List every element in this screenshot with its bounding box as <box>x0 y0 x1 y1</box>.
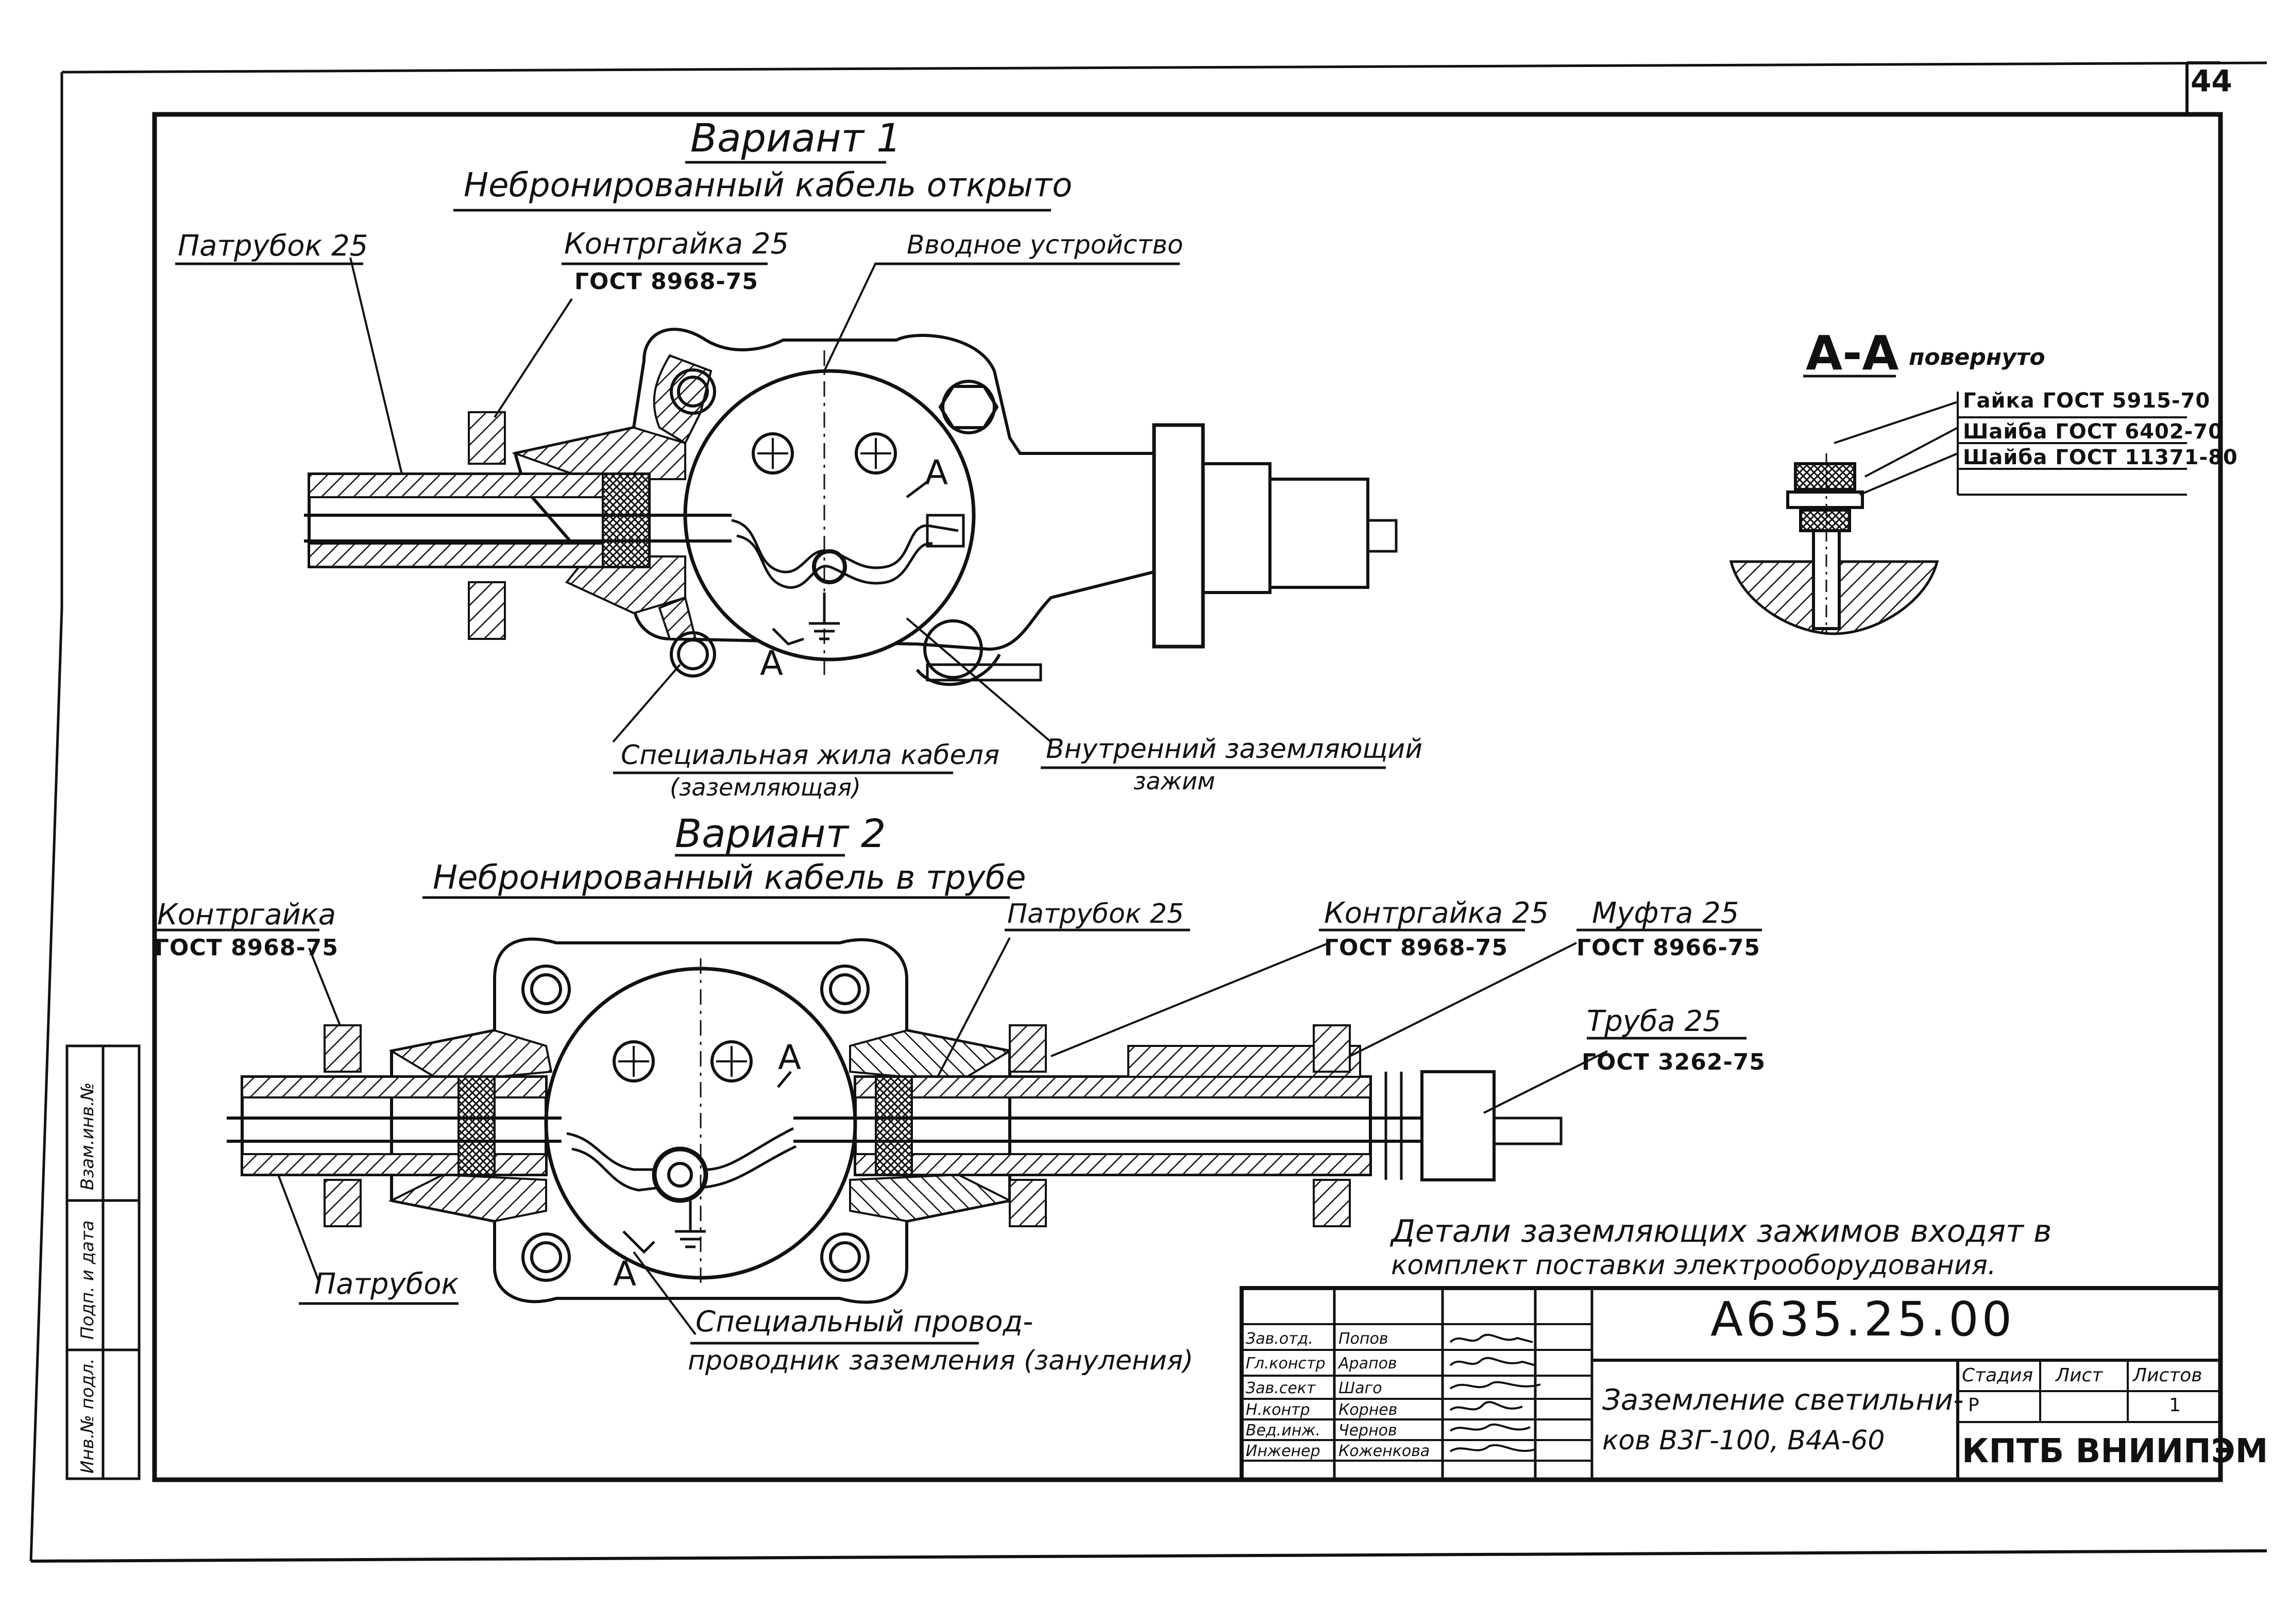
label-spec-provod-line2: проводник заземления (зануления) <box>688 1345 1194 1376</box>
label-spec-provod-line1: Специальный провод- <box>696 1305 1033 1339</box>
title-block-role: Инженер <box>1246 1442 1320 1460</box>
section-aa-item-2: Шайба ГОСТ 6402-70 <box>1963 420 2223 444</box>
label-v2-kontrgaika: Контргайка <box>157 898 336 932</box>
variant2-title: Вариант 2 <box>675 810 886 856</box>
label-v2-kontrgaika-gost: ГОСТ 8968-75 <box>155 935 339 961</box>
label-kontrgaika-25: Контргайка 25 <box>564 227 789 261</box>
title-block-name: Корнев <box>1338 1401 1398 1419</box>
label-spec-zhila-line2: (заземляющая) <box>670 773 861 801</box>
variant2-drawing <box>227 937 1608 1335</box>
label-vnutr-zazhim-line2: зажим <box>1133 767 1215 795</box>
label-kontrgaika-25-gost: ГОСТ 8968-75 <box>574 268 759 295</box>
label-v2-kontrgaika-25-gost: ГОСТ 8968-75 <box>1324 935 1508 961</box>
title-block-role: Гл.констр <box>1246 1355 1326 1373</box>
label-v2-truba-gost: ГОСТ 3262-75 <box>1582 1049 1766 1075</box>
sheet-frame <box>29 61 2267 1563</box>
title-block-role: Зав.отд. <box>1246 1330 1313 1348</box>
signatures <box>1449 1333 1541 1452</box>
variant1-drawing <box>304 257 1398 743</box>
title-block-stage-value: Р <box>1968 1395 1979 1416</box>
section-aa-note: повернуто <box>1909 344 2045 370</box>
variant2-mark-a-top: А <box>778 1038 802 1077</box>
side-stamp-field: Взам.инв.№ <box>77 1082 98 1190</box>
title-block-name-line1: Заземление светильни- <box>1602 1383 1964 1417</box>
title-block-sheets-value: 1 <box>2169 1395 2181 1416</box>
title-block-code: А635.25.00 <box>1710 1292 2015 1347</box>
title-block-name: Коженкова <box>1338 1442 1430 1460</box>
note-line2: комплект поставки электрооборудования. <box>1391 1250 1996 1281</box>
title-block-name: Шаго <box>1338 1379 1382 1397</box>
title-block-stage-header: Стадия <box>1962 1365 2033 1386</box>
variant1-title: Вариант 1 <box>690 115 902 161</box>
section-aa-item-3: Шайба ГОСТ 11371-80 <box>1963 446 2238 469</box>
title-block-role: Н.контр <box>1246 1401 1310 1419</box>
page-number: 44 <box>2191 63 2232 98</box>
title-block-name: Чернов <box>1338 1422 1397 1440</box>
side-stamp-field: Подп. и дата <box>77 1220 98 1340</box>
side-stamp-grid <box>65 1044 141 1480</box>
side-stamp-field: Инв.№ подл. <box>77 1358 98 1474</box>
title-block-role: Вед.инж. <box>1246 1422 1320 1440</box>
title-block-role: Зав.сект <box>1246 1379 1316 1397</box>
title-block-org: КПТБ ВНИИПЭМ <box>1962 1432 2268 1470</box>
title-block-name: Попов <box>1338 1330 1388 1348</box>
note-line1: Детали заземляющих зажимов входят в <box>1391 1213 2052 1249</box>
label-v2-patrubok: Патрубок <box>314 1267 459 1301</box>
label-v2-kontrgaika-25: Контргайка 25 <box>1324 896 1549 930</box>
heading-underlines <box>155 161 1896 1345</box>
label-spec-zhila-line1: Специальная жила кабеля <box>621 740 1000 771</box>
section-aa-drawing <box>1729 392 2187 635</box>
label-v2-truba-25: Труба 25 <box>1587 1005 1721 1038</box>
section-aa-title: А-А <box>1806 326 1899 381</box>
title-block-grid <box>1240 1286 2223 1482</box>
variant2-subtitle: Небронированный кабель в трубе <box>433 859 1026 897</box>
variant1-subtitle: Небронированный кабель открыто <box>464 166 1073 205</box>
label-vvodnoe-ustroistvo: Вводное устройство <box>907 230 1183 260</box>
label-v2-mufta-25: Муфта 25 <box>1592 896 1739 930</box>
label-v2-patrubok-25: Патрубок 25 <box>1007 899 1184 929</box>
title-block-name: Арапов <box>1338 1355 1397 1373</box>
label-vnutr-zazhim-line1: Внутренний заземляющий <box>1046 734 1423 765</box>
label-v2-mufta-gost: ГОСТ 8966-75 <box>1576 935 1761 961</box>
title-block-sheet-header: Лист <box>2056 1365 2103 1386</box>
variant1-mark-a-bottom: А <box>760 644 784 683</box>
title-block-sheets-header: Листов <box>2133 1365 2202 1386</box>
variant1-mark-a-top: А <box>925 453 948 493</box>
title-block-name-line2: ков В3Г-100, В4А-60 <box>1602 1425 1885 1456</box>
label-patrubok-25: Патрубок 25 <box>178 229 368 263</box>
section-aa-item-1: Гайка ГОСТ 5915-70 <box>1963 389 2211 413</box>
variant2-mark-a-bottom: А <box>613 1254 637 1294</box>
